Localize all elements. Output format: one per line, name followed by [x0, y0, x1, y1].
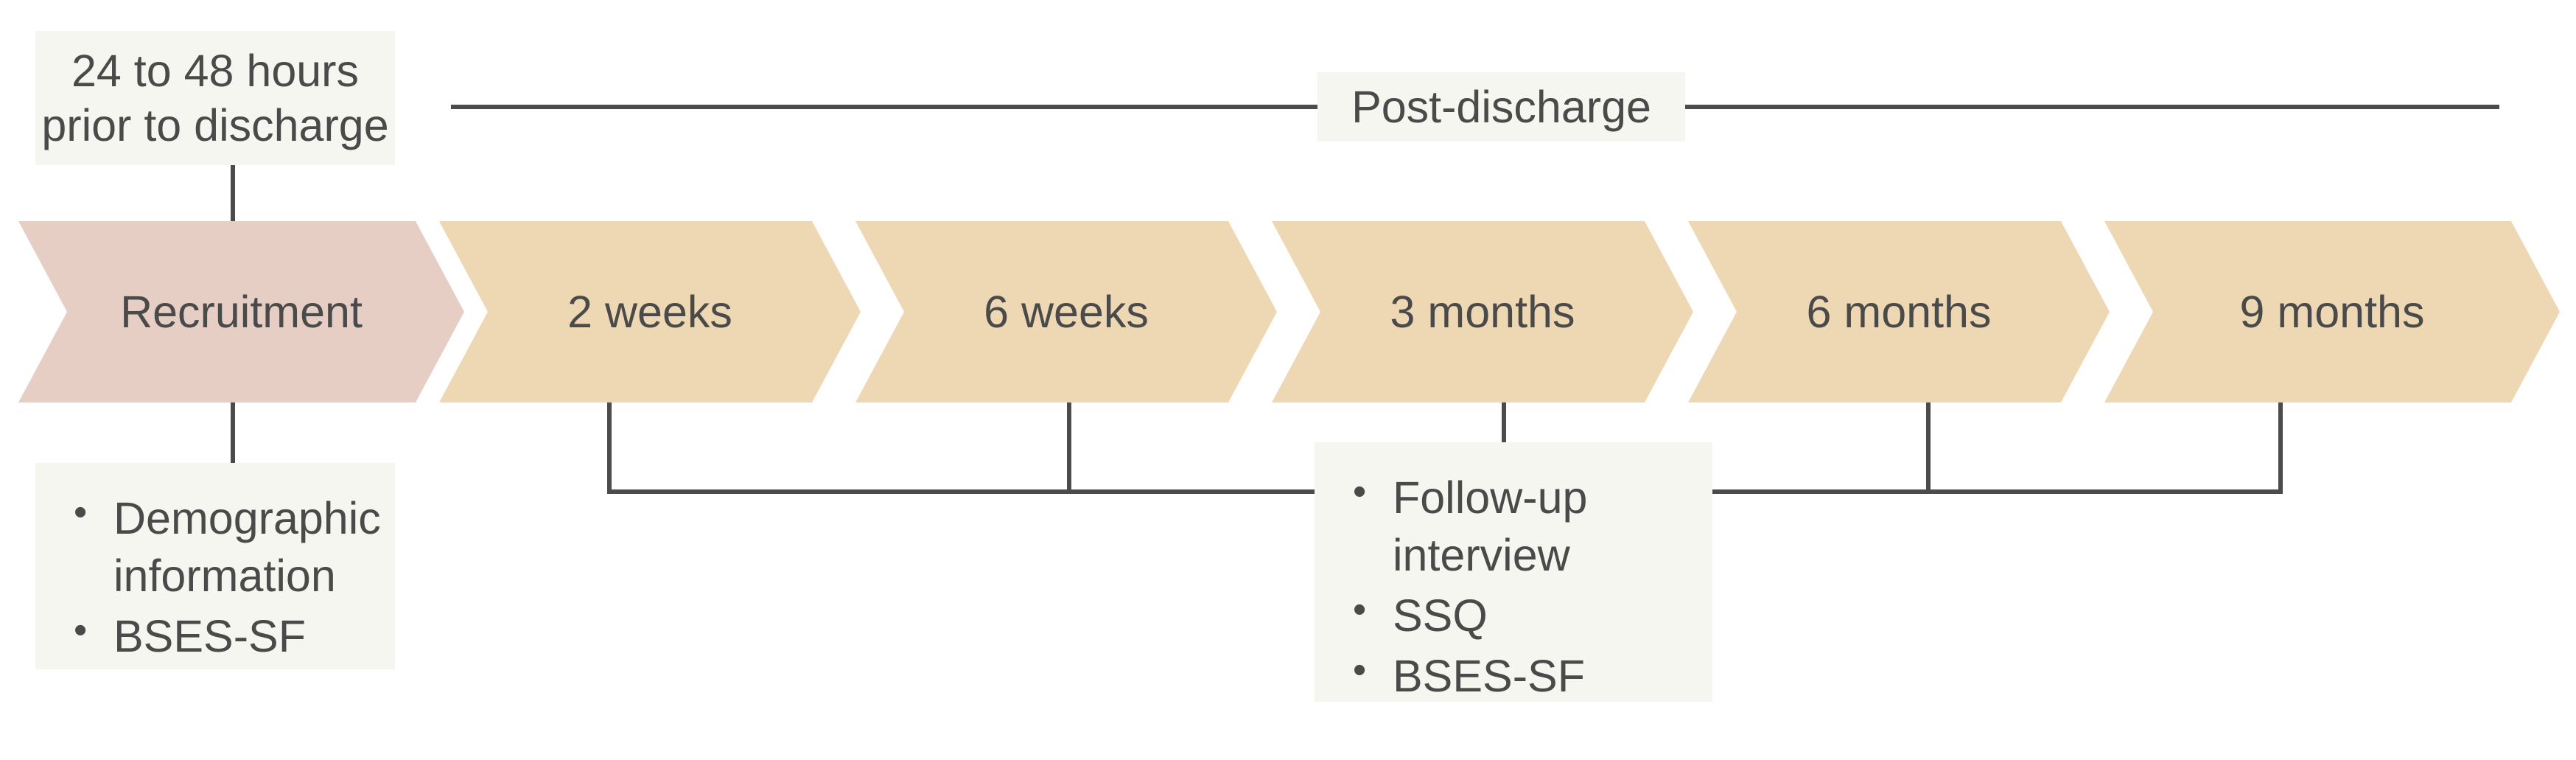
pre-discharge-phase-label-line-1: 24 to 48 hours: [71, 45, 359, 96]
stage-chevron-recruitment[interactable]: Recruitment: [18, 221, 464, 402]
stage-chevron-6-weeks[interactable]: 6 weeks: [855, 221, 1277, 402]
stage-chevron-recruitment-label: Recruitment: [120, 287, 363, 337]
stage-chevron-3-months[interactable]: 3 months: [1272, 221, 1693, 402]
post-discharge-rule-left: [451, 105, 1317, 109]
list-item: SSQ: [1347, 585, 1687, 644]
connector-prior-to-recruitment: [231, 165, 235, 224]
pre-discharge-phase-label: 24 to 48 hours prior to discharge: [35, 31, 395, 165]
followup-measures-box: Follow-up interview SSQ BSES-SF: [1315, 442, 1712, 702]
post-discharge-phase-label-text: Post-discharge: [1351, 82, 1651, 132]
connector-2weeks-down: [607, 402, 612, 494]
stage-chevron-9-months[interactable]: 9 months: [2104, 221, 2560, 402]
post-discharge-rule-right: [1685, 105, 2499, 109]
connector-9months-down: [2278, 402, 2283, 494]
stage-chevron-band: Recruitment 2 weeks 6 weeks 3 months 6 m…: [0, 221, 2576, 402]
followup-measures-list: Follow-up interview SSQ BSES-SF: [1347, 467, 1687, 705]
connector-6weeks-down: [1067, 402, 1071, 494]
list-item: BSES-SF: [68, 606, 370, 665]
connector-3months-down: [1502, 402, 1506, 446]
post-discharge-phase-label: Post-discharge: [1317, 72, 1685, 142]
stage-chevron-2-weeks-label: 2 weeks: [567, 287, 732, 337]
list-item: BSES-SF: [1347, 646, 1687, 705]
recruitment-measures-box: Demographic information BSES-SF: [35, 463, 395, 669]
pre-discharge-phase-label-line-2: prior to discharge: [41, 100, 389, 150]
stage-chevron-9-months-label: 9 months: [2239, 287, 2425, 337]
list-item: Demographic information: [68, 488, 381, 604]
recruitment-measures-list: Demographic information BSES-SF: [68, 488, 381, 665]
connector-bracket-left: [607, 489, 1315, 494]
stage-chevron-3-months-label: 3 months: [1390, 287, 1575, 337]
stage-chevron-2-weeks[interactable]: 2 weeks: [439, 221, 861, 402]
stage-chevron-6-weeks-label: 6 weeks: [984, 287, 1149, 337]
list-item: Follow-up interview: [1347, 467, 1687, 584]
connector-recruitment-to-measures: [231, 402, 235, 464]
stage-chevron-6-months-label: 6 months: [1806, 287, 1992, 337]
stage-chevron-6-months[interactable]: 6 months: [1688, 221, 2110, 402]
connector-bracket-right: [1687, 489, 2283, 494]
connector-6months-down: [1926, 402, 1931, 494]
